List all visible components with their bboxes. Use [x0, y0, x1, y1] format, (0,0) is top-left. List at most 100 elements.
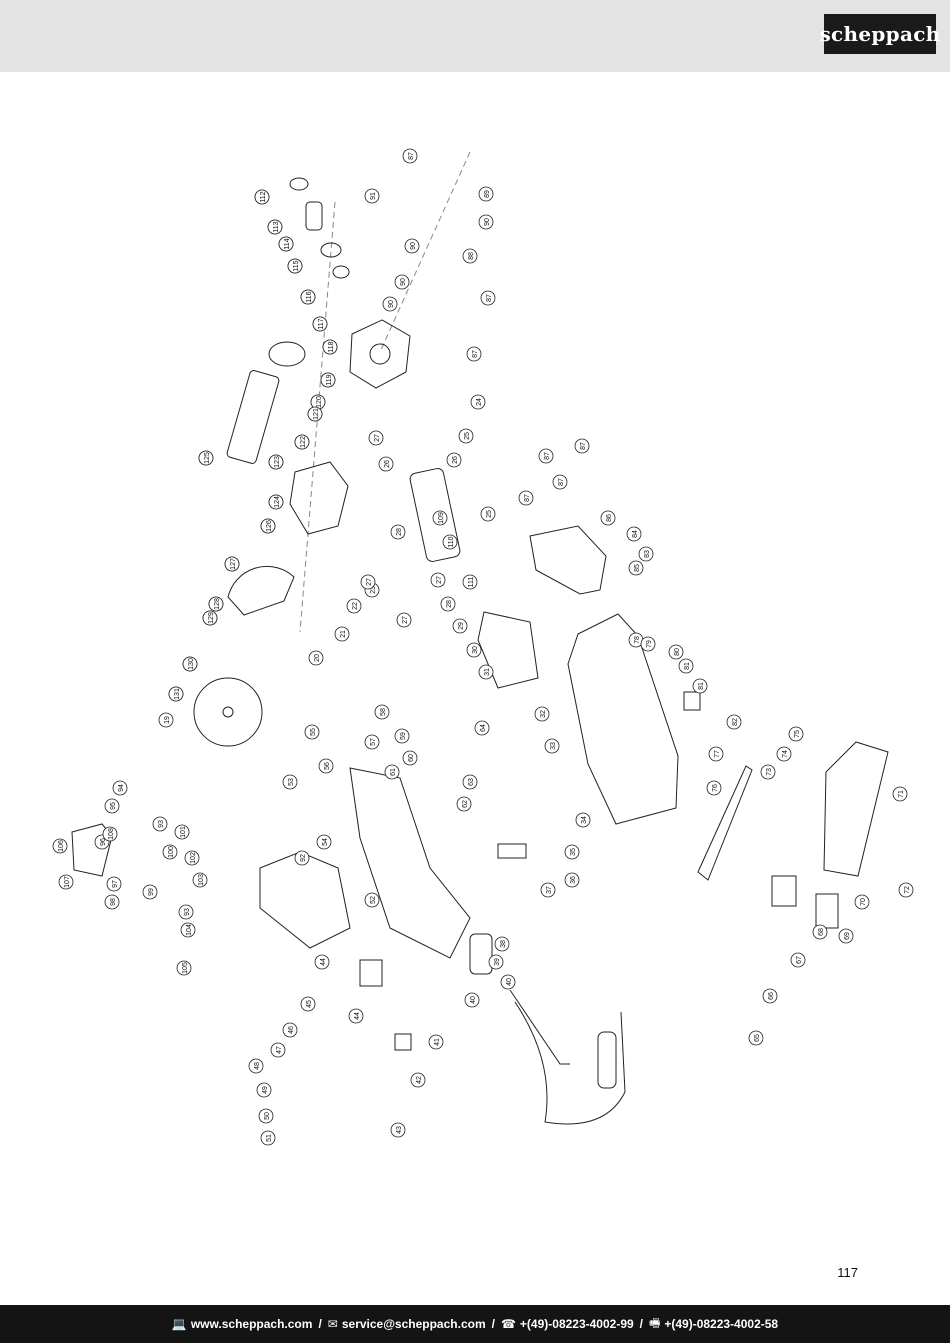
part-callout-circle	[168, 686, 184, 702]
part-callout-circle	[760, 764, 776, 780]
part-number-label: 60	[408, 754, 415, 762]
part-number-label: 114	[284, 238, 291, 249]
part-callout-circle	[270, 1042, 286, 1058]
email-link[interactable]: service@scheppach.com	[341, 1317, 486, 1331]
part-callout-circle	[202, 610, 218, 626]
part-number-label: 99	[148, 888, 155, 896]
part-number-label: 69	[844, 932, 851, 940]
part-number-label: 75	[794, 730, 801, 738]
part-number-label: 76	[712, 784, 719, 792]
part-callout-circle	[442, 534, 458, 550]
part-number-label: 102	[190, 852, 197, 864]
part-callout-circle	[300, 996, 316, 1012]
part-number-label: 20	[314, 654, 321, 662]
part-callout-circle	[564, 872, 580, 888]
part-number-label: 87	[472, 350, 479, 358]
page-number: 117	[837, 1265, 858, 1280]
part-number-label: 103	[198, 874, 205, 886]
part-callout-circle	[394, 728, 410, 744]
part-number-label: 78	[634, 636, 641, 644]
part-number-label: 70	[860, 898, 867, 906]
part-callout-circle	[364, 892, 380, 908]
part-callout-circle	[390, 524, 406, 540]
part-callout-circle	[402, 148, 418, 164]
part-callout-circle	[152, 816, 168, 832]
part-number-label: 56	[324, 762, 331, 770]
part-number-label: 83	[644, 550, 651, 558]
part-callout-circle	[488, 954, 504, 970]
part-callout-circle	[898, 882, 914, 898]
part-callout-circle	[410, 1072, 426, 1088]
exploded-parts-diagram: 1234256789101112131414151617181920212223…	[0, 72, 950, 1305]
part-number-label: 98	[110, 898, 117, 906]
part-number-label: 79	[646, 640, 653, 648]
part-number-label: 92	[300, 854, 307, 862]
part-number-label: 65	[754, 1034, 761, 1042]
part-callout-circle	[106, 876, 122, 892]
part-callout-circle	[440, 596, 456, 612]
part-number-label: 51	[266, 1134, 273, 1142]
part-callout-circle	[278, 236, 294, 252]
part-callout-circle	[480, 290, 496, 306]
part-number-label: 74	[782, 750, 789, 758]
part-callout-circle	[538, 448, 554, 464]
part-number-label: 33	[550, 742, 557, 750]
part-number-label: 95	[110, 802, 117, 810]
part-callout-circle	[474, 720, 490, 736]
part-number-label: 101	[180, 826, 187, 838]
part-number-label: 96	[100, 838, 107, 846]
part-number-label: 123	[274, 456, 281, 468]
part-callout-circle	[178, 904, 194, 920]
part-callout-circle	[318, 758, 334, 774]
part-number-label: 27	[436, 576, 443, 584]
part-callout-circle	[174, 824, 190, 840]
part-callout-circle	[260, 518, 276, 534]
part-callout-circle	[462, 574, 478, 590]
part-callout-circle	[104, 894, 120, 910]
part-callout-circle	[158, 712, 174, 728]
part-number-label: 64	[480, 724, 487, 732]
part-number-label: 21	[340, 630, 347, 638]
part-callout-circle	[254, 189, 270, 205]
part-number-label: 72	[904, 886, 911, 894]
part-callout-circle	[198, 450, 214, 466]
part-number-label: 35	[570, 848, 577, 856]
part-number-label: 27	[402, 616, 409, 624]
part-callout-circle	[790, 952, 806, 968]
separator: /	[318, 1317, 322, 1331]
part-number-label: 57	[370, 738, 377, 746]
part-callout-circle	[494, 936, 510, 952]
part-callout-circle	[626, 526, 642, 542]
part-number-label: 36	[570, 876, 577, 884]
part-number-label: 25	[486, 510, 493, 518]
fax-number: +(49)-08223-4002-58	[664, 1317, 779, 1331]
part-callout-circle	[628, 560, 644, 576]
part-callout-circle	[104, 798, 120, 814]
part-callout-circle	[294, 850, 310, 866]
part-callout-circle	[394, 274, 410, 290]
part-number-label: 37	[546, 886, 553, 894]
part-callout-circle	[500, 974, 516, 990]
part-number-label: 111	[468, 577, 475, 588]
part-callout-circle	[364, 734, 380, 750]
part-number-label: 87	[408, 152, 415, 160]
website-link[interactable]: www.scheppach.com	[190, 1317, 313, 1331]
part-callout-circle	[396, 612, 412, 628]
part-callout-circle	[854, 894, 870, 910]
part-callout-circle	[564, 844, 580, 860]
phone-number: +(49)-08223-4002-99	[519, 1317, 634, 1331]
part-callout-circle	[282, 1022, 298, 1038]
part-number-label: 90	[484, 218, 491, 226]
part-number-label: 23	[370, 586, 377, 594]
part-number-label: 126	[266, 520, 273, 532]
part-number-label: 128	[214, 598, 221, 610]
part-number-label: 104	[186, 924, 193, 936]
part-callout-circle	[446, 452, 462, 468]
part-callout-circle	[462, 774, 478, 790]
part-number-label: 27	[366, 578, 373, 586]
part-number-label: 50	[264, 1112, 271, 1120]
part-callout-circle	[268, 454, 284, 470]
part-callout-circle	[692, 678, 708, 694]
part-callout-circle	[404, 238, 420, 254]
fax-icon: 🖷	[649, 1315, 661, 1330]
